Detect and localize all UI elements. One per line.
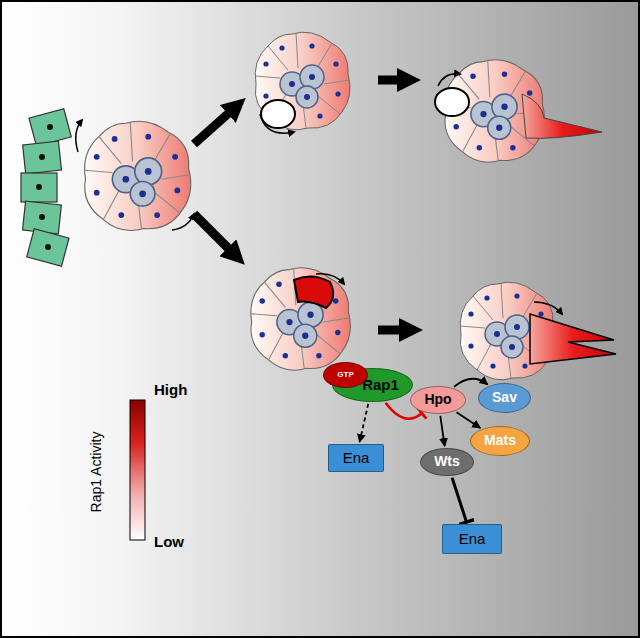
activity-color-bar bbox=[130, 400, 145, 540]
cluster-rear-leader bbox=[255, 32, 350, 133]
follicle-epithelium bbox=[21, 109, 71, 266]
scale-label: Low bbox=[154, 534, 184, 551]
cluster-front-leader-migrating bbox=[460, 282, 616, 380]
activation-arrow bbox=[360, 404, 369, 442]
gtpase-blob: Rap1 GTP bbox=[332, 368, 413, 402]
adaptor-ellipse: Sav bbox=[478, 383, 531, 413]
node-label: Hpo bbox=[424, 392, 451, 407]
cluster-rear-leader-migrating bbox=[435, 60, 602, 162]
activation-arrow bbox=[440, 416, 444, 446]
activation-arrow bbox=[454, 379, 488, 387]
kinase-ellipse: Wts bbox=[420, 448, 474, 476]
node-label: Ena bbox=[343, 450, 370, 467]
target-box: Ena bbox=[328, 444, 384, 472]
node-label: Mats bbox=[484, 433, 516, 448]
border-cell-cluster bbox=[76, 120, 194, 231]
node-label: GTP bbox=[337, 371, 353, 380]
inhibition-bar bbox=[452, 478, 466, 522]
node-label: Wts bbox=[434, 454, 460, 469]
node-label: Rap1 bbox=[362, 377, 399, 394]
axis-label: Rap1 Activity bbox=[89, 432, 104, 513]
adaptor-ellipse: Mats bbox=[470, 426, 530, 456]
scale-label: High bbox=[154, 382, 187, 399]
cluster-front-leader bbox=[251, 268, 351, 370]
node-label: Sav bbox=[492, 390, 517, 405]
activation-arrow bbox=[457, 412, 481, 428]
target-box: Ena bbox=[442, 524, 502, 554]
kinase-ellipse: Hpo bbox=[410, 386, 466, 414]
gtp-badge: GTP bbox=[323, 362, 368, 388]
node-label: Ena bbox=[459, 531, 486, 548]
